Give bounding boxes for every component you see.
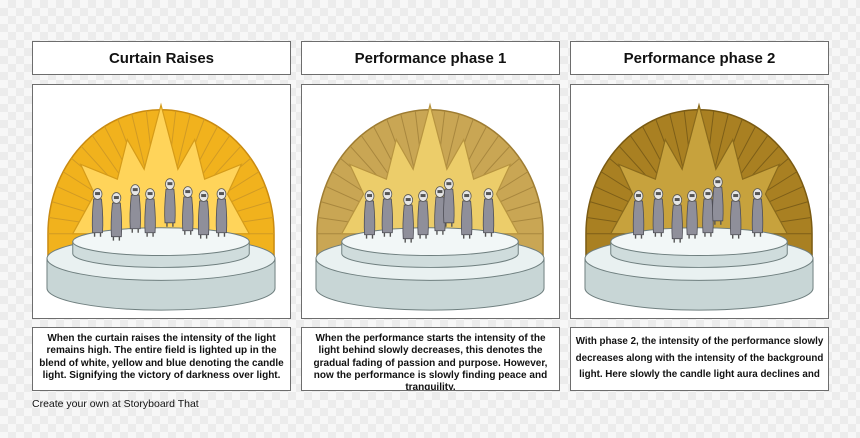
performer-figure [197,190,210,239]
performer-figure [182,186,194,235]
performers [363,178,495,243]
stage-scene [46,102,276,311]
performer-figure [129,184,141,233]
panel-caption-1: When the curtain raises the intensity of… [32,327,291,391]
performers [632,176,764,243]
performer-figure [702,188,714,237]
performer-figure [461,190,473,239]
performer-figure [91,188,104,237]
performer-figure [443,178,455,227]
round-stage [46,227,276,311]
performers [91,178,228,241]
performer-figure [482,188,495,237]
panel-title-3: Performance phase 2 [570,41,829,75]
round-stage [315,227,545,311]
performer-figure [712,176,724,225]
performer-figure [671,194,683,243]
stage-scene [584,102,814,311]
performer-figure [434,186,446,235]
performer-figure [751,188,764,237]
stage-scene [315,102,545,311]
storyboard-credit-link[interactable]: Create your own at Storyboard That [32,398,199,410]
panel-image-1 [32,84,291,319]
performer-figure [381,188,394,237]
performer-figure [215,188,228,237]
panel-image-3 [570,84,829,319]
panel-caption-3: With phase 2, the intensity of the perfo… [570,327,829,391]
panel-title-1: Curtain Raises [32,41,291,75]
performer-figure [402,194,414,243]
performer-figure [730,190,742,239]
panel-title-2: Performance phase 1 [301,41,560,75]
performer-figure [686,190,698,239]
performer-figure [652,188,665,237]
performer-figure [417,190,429,239]
performer-figure [110,192,123,241]
panel-caption-2: When the performance starts the intensit… [301,327,560,391]
performer-figure [144,188,156,237]
performer-figure [363,190,376,239]
performer-figure [164,178,176,227]
performer-figure [632,190,645,239]
round-stage [584,227,814,311]
panel-image-2 [301,84,560,319]
